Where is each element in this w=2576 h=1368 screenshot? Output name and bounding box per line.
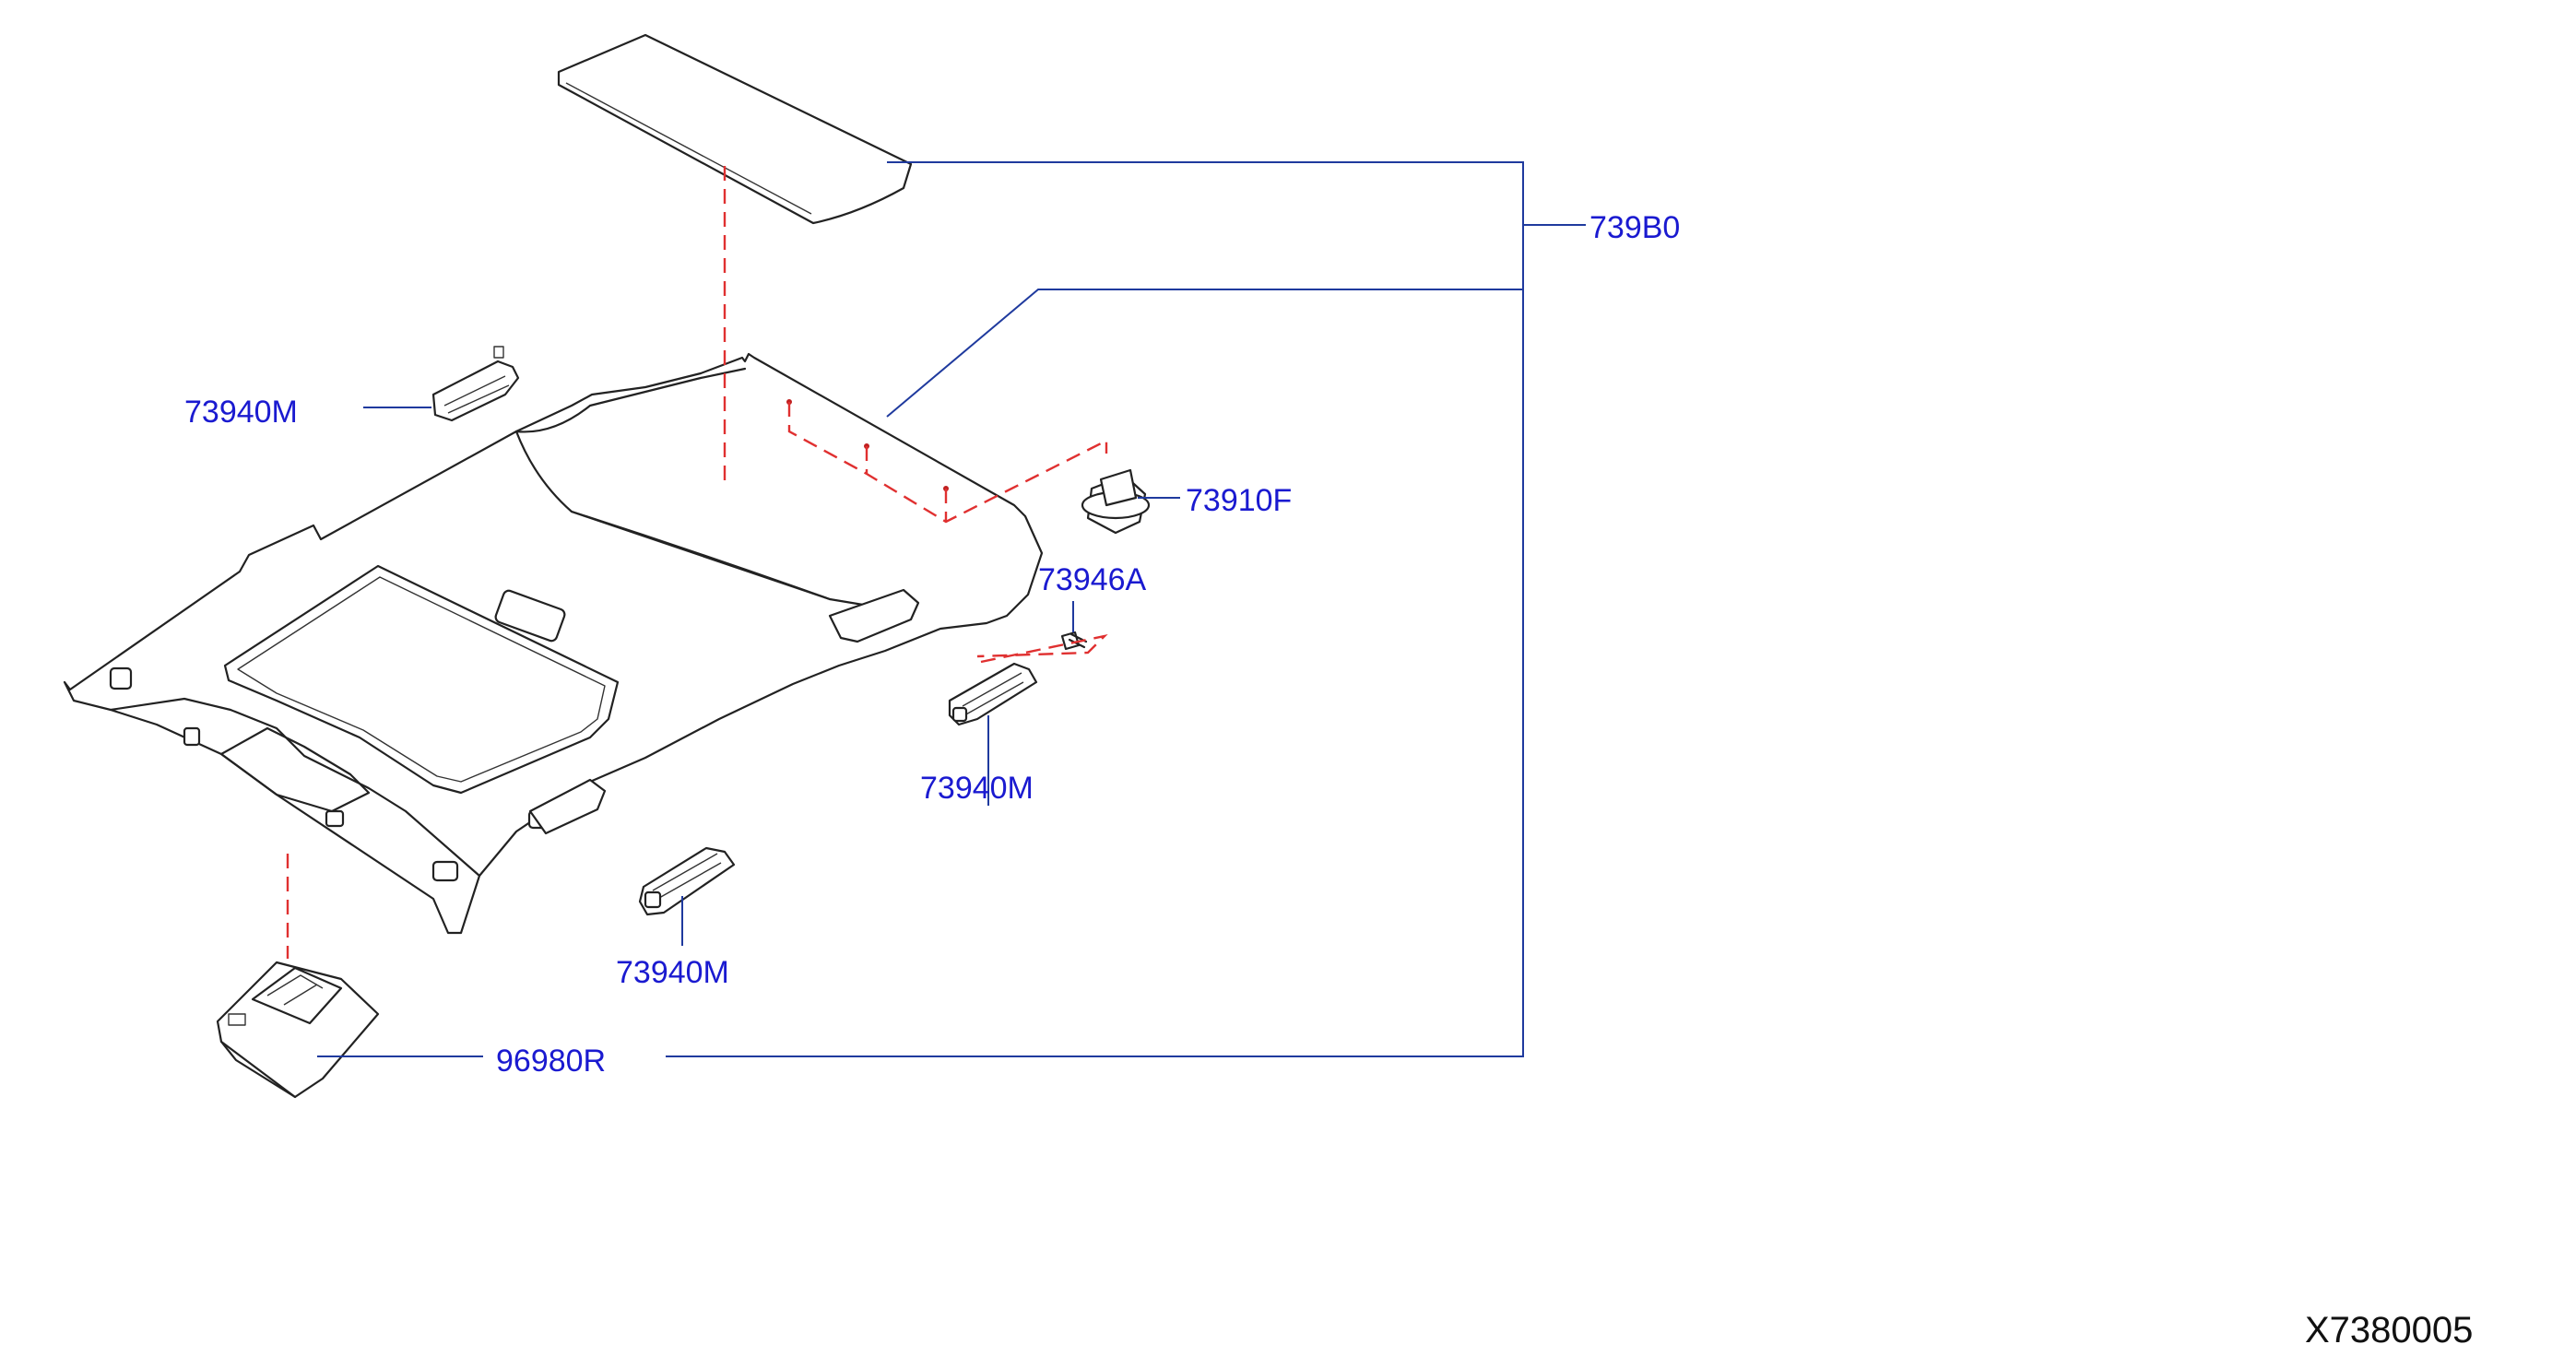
installation-lines bbox=[286, 166, 1108, 959]
diagram-code: X7380005 bbox=[2305, 1310, 2473, 1350]
clip-headlining-drawing[interactable] bbox=[1081, 468, 1151, 535]
label-clip-headlining[interactable]: 73910F bbox=[1186, 483, 1292, 518]
label-map-lamp[interactable]: 96980R bbox=[496, 1044, 606, 1079]
part-labels: 739B0 73940M 73910F 73946A 73940M 73940M… bbox=[184, 210, 1680, 1079]
assist-grip-lower-drawing[interactable] bbox=[638, 846, 736, 916]
label-screw-grip[interactable]: 73946A bbox=[1038, 562, 1147, 597]
assist-grip-upper-left-drawing[interactable] bbox=[431, 346, 520, 422]
label-assist-grip-right[interactable]: 73940M bbox=[920, 771, 1034, 806]
leader-lines bbox=[317, 161, 1586, 1057]
map-lamp-drawing[interactable] bbox=[216, 961, 380, 1099]
headlining-drawing[interactable] bbox=[63, 352, 1044, 935]
assist-grip-right-drawing[interactable] bbox=[948, 662, 1038, 726]
label-assist-grip-lower[interactable]: 73940M bbox=[616, 955, 729, 990]
screw-grip-drawing[interactable] bbox=[1060, 631, 1088, 651]
label-headlining-assy[interactable]: 739B0 bbox=[1589, 210, 1680, 245]
label-assist-grip-upper-left[interactable]: 73940M bbox=[184, 395, 298, 430]
sunshade-panel-drawing[interactable] bbox=[557, 33, 913, 225]
